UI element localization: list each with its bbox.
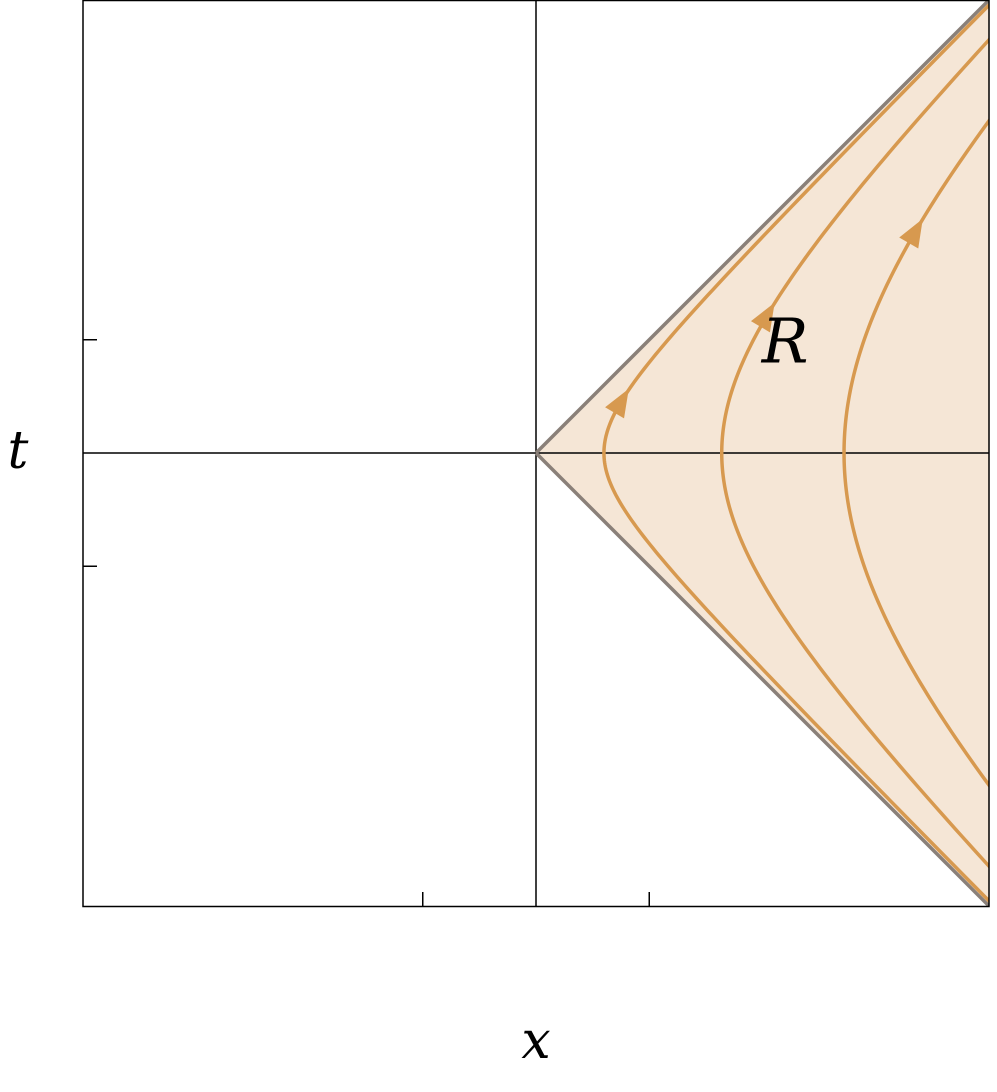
plot-area [83, 0, 989, 906]
worldline-1-arrow [605, 388, 629, 419]
worldline-1 [602, 2, 989, 904]
ticks [83, 339, 650, 906]
y-axis-label: t [8, 421, 29, 481]
worldline-2-arrow [750, 302, 775, 333]
x-axis-label: x [521, 1011, 550, 1071]
worldline-3 [842, 117, 989, 789]
region-label-r: R [761, 304, 809, 377]
horizon-past [534, 451, 989, 906]
plot-frame [82, 0, 990, 908]
worldline-2 [719, 37, 989, 869]
horizon-future [534, 0, 989, 455]
worldline-3-arrow [899, 218, 923, 249]
region-fill [536, 0, 989, 906]
